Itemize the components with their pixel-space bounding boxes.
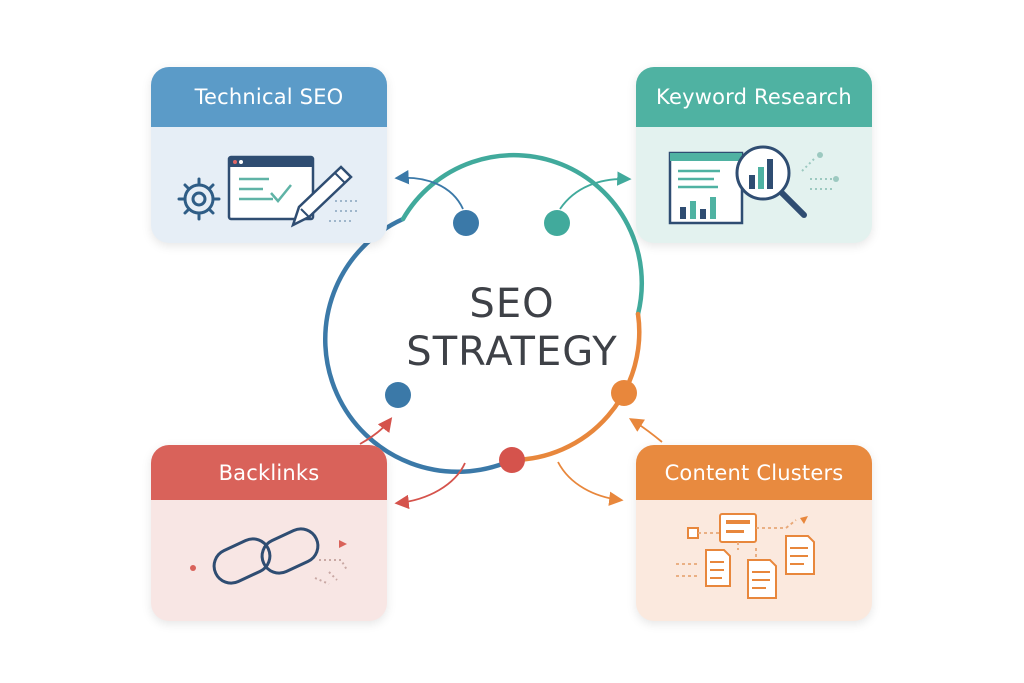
browser-window-icon — [227, 155, 315, 221]
card-content-clusters: Content Clusters — [636, 445, 872, 621]
card-content-clusters-title: Content Clusters — [664, 460, 844, 485]
arrow-to-content — [557, 461, 624, 506]
gear-icon — [177, 177, 221, 221]
dotted-lines — [676, 519, 797, 577]
card-keyword-research-title: Keyword Research — [656, 85, 852, 109]
card-backlinks-body — [151, 500, 387, 621]
node-technical — [453, 210, 479, 236]
card-keyword-research-header: Keyword Research — [636, 67, 872, 127]
center-label: SEO STRATEGY — [385, 280, 639, 376]
ring-arc-teal — [400, 152, 644, 317]
dotted-lines — [314, 559, 348, 585]
dotted-lines — [329, 200, 359, 222]
arrow-to-technical — [394, 170, 464, 210]
ring-arc-blue — [323, 216, 515, 474]
arrow-from-backlinks — [359, 417, 393, 445]
card-technical-seo-body — [151, 127, 387, 243]
arrow-to-keyword — [559, 171, 632, 210]
node-keyword — [544, 210, 570, 236]
chain-link-icon — [212, 527, 320, 585]
dotted-lines — [801, 158, 834, 190]
document-cluster-icon — [687, 513, 815, 599]
card-keyword-research-body — [636, 127, 872, 243]
report-chart-icon — [668, 151, 744, 225]
strategy-ring — [323, 152, 644, 474]
connectors — [359, 170, 663, 510]
card-technical-seo: Technical SEO — [151, 67, 387, 243]
card-technical-seo-title: Technical SEO — [194, 85, 344, 109]
center-label-line1: SEO — [469, 281, 555, 327]
pencil-icon — [290, 165, 353, 228]
card-technical-seo-header: Technical SEO — [151, 67, 387, 127]
ring-arc-orange — [509, 311, 642, 463]
magnifier-icon — [735, 145, 807, 218]
card-content-clusters-header: Content Clusters — [636, 445, 872, 500]
node-bottom — [499, 447, 525, 473]
card-content-clusters-body — [636, 500, 872, 621]
card-backlinks-title: Backlinks — [218, 460, 320, 485]
card-backlinks-header: Backlinks — [151, 445, 387, 500]
arrow-from-content — [628, 418, 663, 443]
node-backlinks — [385, 382, 411, 408]
center-label-line2: STRATEGY — [406, 329, 618, 375]
card-keyword-research: Keyword Research — [636, 67, 872, 243]
card-backlinks: Backlinks — [151, 445, 387, 621]
arrow-to-backlinks — [394, 462, 466, 510]
node-content — [611, 380, 637, 406]
dot — [190, 565, 196, 571]
ring-nodes — [385, 210, 637, 473]
